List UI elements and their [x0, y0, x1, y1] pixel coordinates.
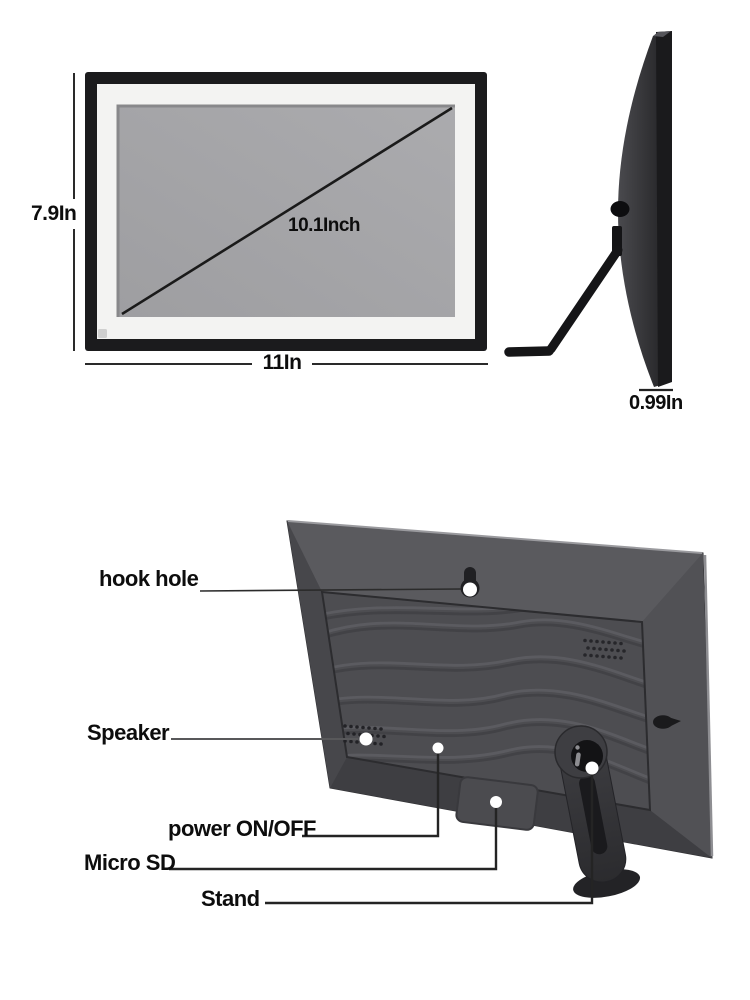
stand-callout-line — [265, 771, 594, 905]
stand-arm-slot — [579, 775, 608, 855]
back-top-edge-highlight — [287, 520, 703, 554]
screen-bevel-shadow — [116, 104, 455, 317]
stand-label: Stand — [201, 886, 260, 911]
power-callout-dot — [432, 742, 444, 754]
back-bevel-top — [287, 521, 703, 622]
back-bevel-left — [287, 521, 347, 788]
micro-sd-callout-dot — [490, 796, 502, 808]
back-view — [169, 520, 714, 905]
back-bevel-right — [642, 553, 712, 858]
callout-dots — [359, 732, 599, 808]
speaker-grille-right-icon — [583, 638, 626, 660]
diagonal-dimension-line — [121, 106, 453, 316]
micro-sd-callout-line — [169, 806, 498, 871]
hook-hole-label: hook hole — [99, 566, 199, 591]
diagonal-dimension-label: 10.1Inch — [288, 215, 361, 236]
side-top-highlight — [653, 31, 671, 37]
hook-hole-callout-line — [199, 588, 462, 592]
side-front-edge — [656, 31, 672, 387]
stand-hinge-screw-icon — [574, 745, 581, 767]
speaker-callout-dot — [359, 732, 373, 746]
depth-dimension-label: 0.99In — [629, 392, 683, 414]
front-view — [73, 72, 488, 365]
height-dimension-label: 7.9In — [31, 202, 77, 225]
stand-assembly — [554, 725, 641, 898]
side-view — [504, 31, 673, 392]
back-side-knob-icon — [653, 715, 681, 729]
side-stand-leg — [546, 245, 623, 354]
width-dimension-label: 11In — [262, 351, 302, 374]
back-right-edge-highlight — [703, 554, 714, 857]
light-sensor-icon — [98, 329, 107, 338]
stand-callout-dot — [585, 761, 599, 775]
callout-lines — [169, 588, 594, 905]
side-knob-icon — [610, 201, 630, 217]
power-callout-line — [302, 752, 440, 838]
hook-hole-icon — [460, 567, 480, 598]
speaker-label: Speaker — [87, 720, 170, 745]
power-on-off-label: power ON/OFF — [168, 816, 317, 841]
back-inner-panel-outline — [320, 590, 652, 812]
side-stand-foot — [504, 346, 554, 357]
micro-sd-label: Micro SD — [84, 850, 176, 875]
